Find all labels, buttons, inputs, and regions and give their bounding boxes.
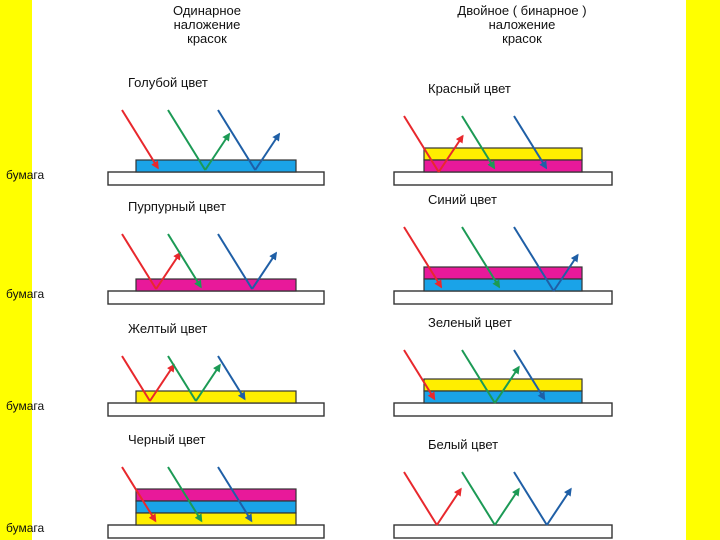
panel-title-green: Зеленый цвет [428,315,512,330]
reflected-ray-red [155,251,181,290]
panel-title-magenta: Пурпурный цвет [128,199,226,214]
paper-strip-magenta [107,290,325,305]
panel-title-red: Красный цвет [428,81,511,96]
incident-ray-green [167,109,207,171]
paper-strip-yellow [107,402,325,417]
diagram-svg [107,109,613,539]
ink-layer-cyan [423,278,583,292]
incident-ray-blue [513,226,555,292]
right-title-line-1: Двойное ( бинарное ) [457,3,587,18]
paper-strip-blue [393,290,613,305]
incident-ray-blue [217,466,253,523]
left-column-title: Одинарное наложение красок [107,4,307,46]
right-title-line-2: наложение [488,17,556,32]
reflected-ray-green [494,487,520,526]
paper-label: бумага [6,168,45,182]
ink-layer-magenta [135,488,297,502]
ink-layer-cyan [135,500,297,514]
incident-ray-green [461,471,496,526]
incident-ray-blue [513,349,546,401]
reflected-ray-red [149,363,175,402]
panel-title-blue: Синий цвет [428,192,497,207]
ink-layer-magenta [423,266,583,280]
incident-ray-green [167,355,197,402]
reflected-ray-red [436,487,462,526]
paper-strip-black [107,524,325,539]
right-title-line-3: красок [502,31,542,46]
incident-ray-green [167,233,202,289]
paper-strip-white [393,524,613,539]
incident-ray-blue [217,355,246,401]
panel-title-yellow: Желтый цвет [128,321,208,336]
ink-layer-cyan [135,159,297,173]
panel-title-white: Белый цвет [428,437,499,452]
reflected-ray-blue [552,253,579,292]
left-title-line-3: красок [187,31,227,46]
incident-ray-blue [513,471,548,526]
incident-ray-red [121,355,151,402]
incident-ray-red [403,115,440,173]
ink-layer-magenta [423,159,583,173]
reflected-ray-blue [546,487,572,526]
incident-ray-red [403,226,443,289]
incident-ray-green [461,226,501,289]
paper-strip-red [393,171,613,186]
paper-label: бумага [6,287,45,301]
right-column-title: Двойное ( бинарное ) наложение красок [422,4,622,46]
reflected-ray-red [437,134,464,173]
incident-ray-red [121,466,157,523]
ink-layer-magenta [135,278,297,292]
ink-layer-yellow [135,390,297,404]
panel-title-cyan: Голубой цвет [128,75,208,90]
incident-ray-red [403,349,436,401]
reflected-ray-green [204,132,231,171]
reflected-ray-blue [251,251,277,290]
incident-ray-green [167,466,203,523]
incident-ray-red [121,109,159,170]
incident-ray-green [461,349,496,404]
incident-ray-red [121,233,157,290]
reflected-ray-green [195,363,221,402]
paper-strip-cyan [107,171,325,186]
incident-ray-blue [217,109,257,171]
paper-label: бумага [6,521,45,535]
ink-layer-yellow [135,512,297,526]
panel-title-black: Черный цвет [128,432,206,447]
incident-ray-green [461,115,496,170]
incident-ray-red [403,471,438,526]
reflected-ray-green [494,365,520,404]
diagram-canvas: Одинарное наложение красок Двойное ( бин… [6,0,686,540]
reflected-ray-blue [254,132,281,171]
left-title-line-1: Одинарное [173,3,241,18]
paper-label: бумага [6,399,45,413]
left-title-line-2: наложение [173,17,241,32]
incident-ray-blue [513,115,548,170]
paper-strip-green [393,402,613,417]
incident-ray-blue [217,233,253,290]
ink-layer-cyan [423,390,583,404]
